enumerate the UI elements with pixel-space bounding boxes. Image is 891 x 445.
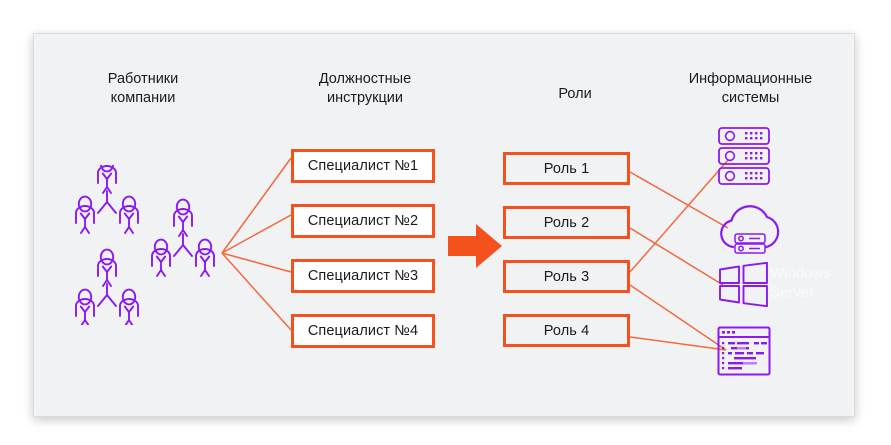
- role-label: Роль 3: [543, 268, 590, 285]
- server-stack-icon[interactable]: [717, 126, 773, 188]
- column-heading-employees-line1: Работники: [107, 71, 179, 87]
- role-label: Роль 4: [543, 322, 590, 339]
- column-heading-roles-line1: Роли: [558, 86, 592, 102]
- job-instruction-label: Специалист №1: [307, 158, 419, 174]
- column-heading-systems-line2: системы: [721, 90, 780, 106]
- employee-group-2: [152, 200, 214, 276]
- column-heading-employees: Работники компании: [63, 70, 223, 108]
- job-instruction-label: Специалист №4: [307, 323, 419, 339]
- job-instruction-specialist-4[interactable]: Специалист №4: [291, 314, 435, 348]
- windows-server-label: Windows Server: [770, 264, 831, 302]
- role-1[interactable]: Роль 1: [503, 152, 630, 185]
- employee-group-1: [76, 165, 138, 233]
- employee-group-3: [76, 250, 138, 325]
- column-heading-roles: Роли: [500, 85, 650, 104]
- windows-server-label-line1: Windows: [770, 265, 831, 282]
- windows-logo-icon[interactable]: [719, 262, 769, 307]
- windows-server-label-line2: Server: [770, 284, 815, 301]
- column-heading-employees-line2: компании: [110, 90, 176, 106]
- column-heading-job-instructions-line2: инструкции: [327, 90, 403, 106]
- job-instruction-specialist-1[interactable]: Специалист №1: [291, 149, 435, 183]
- role-2[interactable]: Роль 2: [503, 206, 630, 239]
- job-instruction-specialist-3[interactable]: Специалист №3: [291, 259, 435, 293]
- column-heading-systems-line1: Информационные: [688, 71, 813, 87]
- employee-groups: [60, 165, 230, 325]
- column-heading-job-instructions-line1: Должностные: [318, 71, 412, 87]
- column-heading-job-instructions: Должностные инструкции: [280, 70, 450, 108]
- code-window-icon[interactable]: [717, 326, 771, 376]
- role-3[interactable]: Роль 3: [503, 260, 630, 293]
- flow-arrow-icon: [448, 224, 502, 268]
- column-heading-systems: Информационные системы: [663, 70, 838, 108]
- job-instruction-label: Специалист №2: [307, 213, 419, 229]
- cloud-server-icon[interactable]: [716, 198, 782, 254]
- role-label: Роль 1: [543, 160, 590, 177]
- job-instruction-specialist-2[interactable]: Специалист №2: [291, 204, 435, 238]
- role-4[interactable]: Роль 4: [503, 314, 630, 347]
- role-label: Роль 2: [543, 214, 590, 231]
- job-instruction-label: Специалист №3: [307, 268, 419, 284]
